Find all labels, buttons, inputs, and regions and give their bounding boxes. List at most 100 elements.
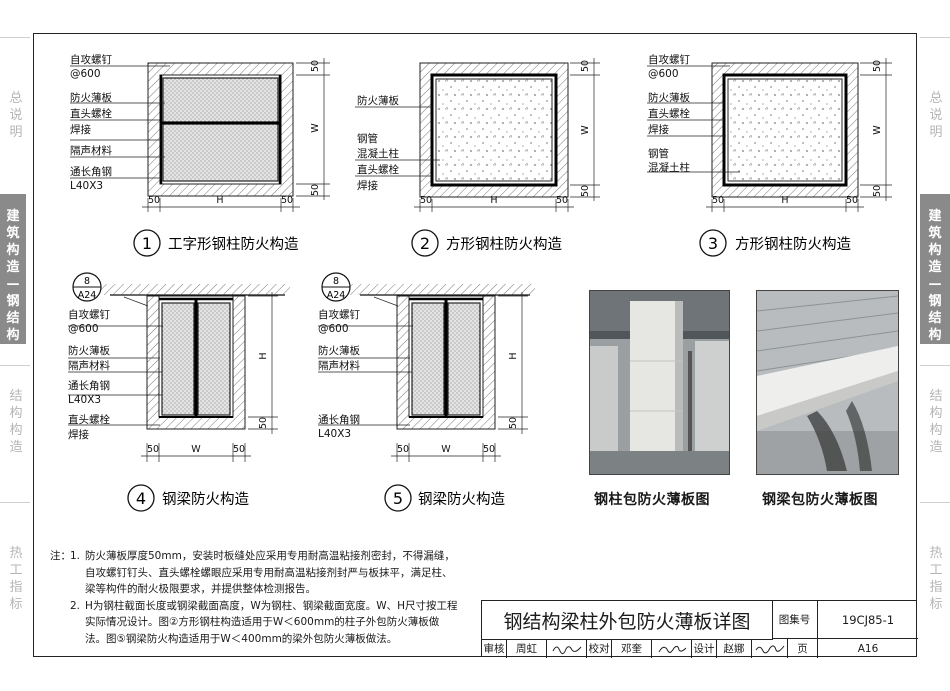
d1-label: L40X3 bbox=[70, 180, 103, 192]
d3-label: 焊接 bbox=[648, 123, 669, 136]
note-line: 自攻螺钉钉头、直头螺栓螺眼应采用专用耐高温粘接剂封严与板抹平，满足柱、 bbox=[85, 566, 453, 579]
check-label: 校对 bbox=[587, 639, 612, 658]
steel-column-photo bbox=[589, 290, 730, 475]
d4-dim: 50 bbox=[147, 444, 159, 455]
d5-dim: 50 bbox=[397, 444, 409, 455]
note-line: 防火薄板厚度50mm，安装时板缝处应采用专用耐高温粘接剂密封，不得漏缝， bbox=[85, 550, 455, 562]
d2-label: 直头螺栓 bbox=[357, 163, 399, 176]
d4-label: L40X3 bbox=[68, 394, 101, 406]
d1-caption: 工字形钢柱防火构造 bbox=[168, 236, 299, 253]
d4-caption: 钢梁防火构造 bbox=[162, 491, 249, 508]
side-tab-steel-left[interactable]: 建筑构造—钢结构 bbox=[0, 194, 26, 344]
d5-ref-bot: A24 bbox=[327, 290, 346, 301]
d2-dim: 50 bbox=[556, 195, 568, 206]
d5-number: 5 bbox=[393, 489, 403, 508]
d2-dim: W bbox=[580, 125, 591, 135]
d3-label: @600 bbox=[648, 68, 679, 80]
atlas-label: 图集号 bbox=[772, 601, 818, 639]
side-separator bbox=[920, 365, 950, 366]
d4-label: 直头螺栓 bbox=[68, 413, 110, 426]
d4-label: 焊接 bbox=[68, 428, 89, 441]
d2-label: 钢管 bbox=[357, 132, 378, 145]
steel-beam-photo bbox=[756, 290, 899, 475]
side-separator bbox=[920, 37, 950, 38]
d3-label: 自攻螺钉 bbox=[648, 53, 690, 66]
d3-label: 混凝土柱 bbox=[648, 161, 690, 174]
d4-label: 隔声材料 bbox=[68, 359, 110, 372]
d1-label: 直头螺栓 bbox=[70, 107, 112, 120]
d3-dim: W bbox=[872, 125, 883, 135]
d5-label: @600 bbox=[318, 323, 349, 335]
d2-label: 防火薄板 bbox=[357, 94, 399, 107]
d1-dim: 50 bbox=[148, 195, 160, 206]
d4-label: 自攻螺钉 bbox=[68, 308, 110, 321]
d5-dim: W bbox=[441, 444, 451, 455]
design-signature bbox=[752, 639, 788, 658]
d1-label: @600 bbox=[70, 68, 101, 80]
d3-dim: 50 bbox=[872, 60, 883, 72]
note-number: 2. bbox=[70, 599, 81, 612]
check-signature bbox=[652, 639, 692, 658]
side-tab-steel-right[interactable]: 建筑构造—钢结构 bbox=[920, 194, 950, 344]
side-separator bbox=[0, 37, 30, 38]
d1-label: 通长角钢 bbox=[70, 165, 112, 178]
d3-dim: 50 bbox=[846, 195, 858, 206]
diagram-4-beam bbox=[68, 284, 290, 462]
d2-label: 焊接 bbox=[357, 179, 378, 192]
side-tab-structure-left[interactable]: 结构构造 bbox=[9, 389, 23, 455]
d1-label: 隔声材料 bbox=[70, 144, 112, 157]
d5-caption: 钢梁防火构造 bbox=[418, 491, 505, 508]
d2-caption: 方形钢柱防火构造 bbox=[446, 236, 562, 253]
detail-number-circle bbox=[384, 484, 412, 512]
d3-caption: 方形钢柱防火构造 bbox=[735, 236, 851, 253]
design-name: 赵娜 bbox=[717, 639, 752, 658]
note-line: 实际情况设计。图②方形钢柱构造适用于W＜600mm的柱子外包防火薄板做 bbox=[85, 616, 440, 628]
note-line: H为钢柱截面长度或钢梁截面高度，W为钢柱、钢梁截面宽度。W、H尺寸按工程 bbox=[85, 599, 458, 612]
notes-lead: 注： bbox=[50, 550, 71, 562]
d1-dim: W bbox=[310, 123, 321, 133]
d3-dim: 50 bbox=[872, 185, 883, 197]
note-line: 法。图⑤钢梁防火构造适用于W＜400mm的梁外包防火薄板做法。 bbox=[85, 632, 398, 645]
check-name: 邓奎 bbox=[612, 639, 652, 658]
side-separator bbox=[0, 365, 30, 366]
detail-number-circle bbox=[127, 484, 155, 512]
d5-dim: 50 bbox=[508, 417, 519, 429]
side-tab-general-right[interactable]: 总说明 bbox=[929, 91, 943, 140]
d4-dim: H bbox=[258, 352, 269, 359]
d5-dim: H bbox=[508, 352, 519, 359]
d2-dim: 50 bbox=[580, 60, 591, 72]
side-tab-thermal-right[interactable]: 热工指标 bbox=[929, 546, 943, 612]
detail-number-circle bbox=[699, 229, 727, 257]
note-line: 梁等构件的耐火极限要求，并提供整体检测报告。 bbox=[85, 583, 316, 595]
review-label: 审核 bbox=[482, 639, 507, 658]
d2-dim: 50 bbox=[580, 185, 591, 197]
side-separator bbox=[0, 502, 30, 503]
side-tab-thermal-left[interactable]: 热工指标 bbox=[9, 546, 23, 612]
d1-label: 焊接 bbox=[70, 123, 91, 136]
diagram-3-square-column bbox=[647, 58, 892, 212]
d4-dim: W bbox=[191, 444, 201, 455]
d3-label: 钢管 bbox=[648, 147, 669, 160]
d5-label: 隔声材料 bbox=[318, 359, 360, 372]
d3-dim: H bbox=[781, 195, 788, 206]
d5-label: 自攻螺钉 bbox=[318, 308, 360, 321]
drawing-frame bbox=[33, 33, 917, 657]
review-signature bbox=[547, 639, 587, 658]
d1-dim: 50 bbox=[310, 184, 321, 196]
d5-ref-top: 8 bbox=[333, 276, 339, 287]
atlas-number: 19CJ85-1 bbox=[818, 601, 918, 639]
d1-dim: 50 bbox=[310, 60, 321, 72]
drawing-title: 钢结构梁柱外包防火薄板详图 bbox=[482, 601, 773, 640]
side-tab-general-left[interactable]: 总说明 bbox=[9, 91, 23, 140]
d2-number: 2 bbox=[420, 234, 430, 253]
detail-number-circle bbox=[411, 229, 439, 257]
d1-label: 自攻螺钉 bbox=[70, 53, 112, 66]
d3-dim: 50 bbox=[712, 195, 724, 206]
d5-dim: 50 bbox=[483, 444, 495, 455]
design-label: 设计 bbox=[692, 639, 717, 658]
d5-label: 防火薄板 bbox=[318, 344, 360, 357]
side-tab-structure-right[interactable]: 结构构造 bbox=[929, 389, 943, 455]
d4-label: 防火薄板 bbox=[68, 344, 110, 357]
d4-dim: 50 bbox=[233, 444, 245, 455]
